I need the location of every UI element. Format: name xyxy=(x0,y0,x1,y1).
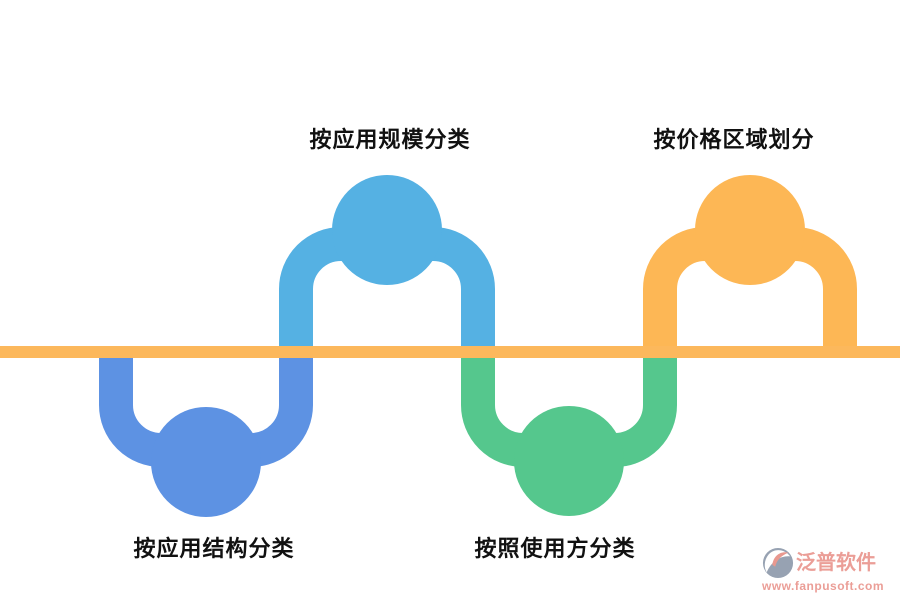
fanpu-logo-icon xyxy=(762,547,794,579)
node-circle-user-side xyxy=(514,406,624,516)
node-circle-app-structure xyxy=(151,407,261,517)
label-price-region: 按价格区域划分 xyxy=(653,127,815,152)
label-user-side: 按照使用方分类 xyxy=(474,536,636,561)
baseline xyxy=(0,346,900,358)
node-circle-app-scale xyxy=(332,175,442,285)
watermark-url-text: www.fanpusoft.com xyxy=(762,579,885,593)
label-app-structure: 按应用结构分类 xyxy=(133,536,295,561)
label-app-scale: 按应用规模分类 xyxy=(309,127,471,152)
node-circle-price-region xyxy=(695,175,805,285)
watermark: 泛普软件 www.fanpusoft.com xyxy=(762,547,894,592)
watermark-brand-text: 泛普软件 xyxy=(796,552,876,574)
